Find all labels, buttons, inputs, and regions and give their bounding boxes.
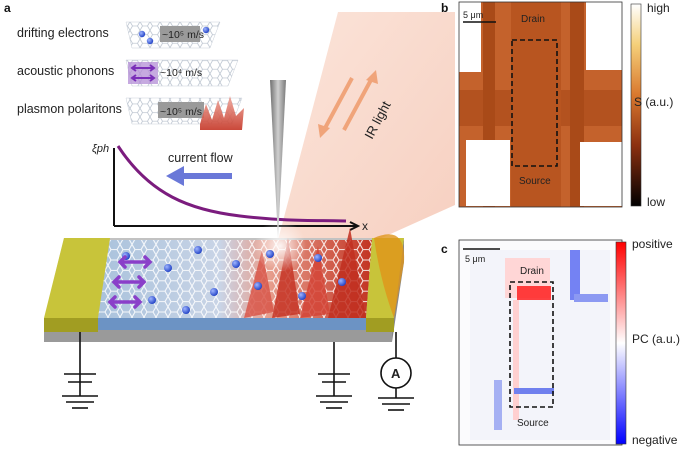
electrode-hotspot	[374, 234, 405, 318]
phonon-arrow-icon	[107, 295, 143, 309]
panel-a: a drifting electrons ~10⁵ m/s acoustic p…	[4, 1, 455, 411]
ir-beam	[278, 12, 455, 250]
panel-b: b 5 μm Drain Source high low S (a.u.)	[441, 1, 673, 209]
pc-negative-stripe	[570, 250, 580, 300]
panel-a-letter: a	[4, 1, 11, 15]
speed-box	[158, 102, 204, 118]
pc-negative-stripe-left	[494, 380, 502, 430]
y-axis-label: ξph	[92, 143, 109, 155]
phonon-arrow-icon	[130, 74, 156, 82]
source-label-b: Source	[519, 176, 551, 187]
phonon-highlight	[128, 62, 158, 84]
electron-icon	[298, 292, 306, 300]
electron-icon	[314, 254, 322, 262]
colorbar-c-top: positive	[632, 237, 673, 251]
electron-icon	[202, 26, 210, 34]
sheet-edge	[96, 318, 366, 330]
tip-hotspot	[254, 220, 306, 272]
afm-electrode	[580, 142, 622, 206]
electron-icon	[194, 246, 202, 254]
legend-label-phonons: acoustic phonons	[17, 64, 114, 78]
colorbar-b-top: high	[647, 1, 670, 15]
xi-decay-curve	[116, 145, 347, 223]
legend-row-phonons: acoustic phonons ~10⁴ m/s	[17, 59, 239, 87]
electron-icon	[182, 306, 190, 314]
afm-electrode	[459, 2, 481, 72]
colorbar-c-title: PC (a.u.)	[632, 332, 680, 346]
source-label-c: Source	[517, 418, 549, 429]
ir-arrow-up	[342, 77, 374, 131]
phonon-arrow-icon	[117, 255, 153, 269]
left-electrode-top	[44, 238, 110, 318]
device-outline-c	[509, 281, 554, 408]
legend-speed-phonons: ~10⁴ m/s	[160, 67, 202, 79]
legend-row-plasmons: plasmon polaritons ~10⁵ m/s	[17, 96, 244, 130]
panel-b-letter: b	[441, 1, 448, 15]
colorbar-c	[615, 241, 627, 445]
legend-speed-plasmons: ~10⁵ m/s	[160, 106, 202, 118]
ir-arrowhead-icon	[366, 70, 378, 84]
legend-label-electrons: drifting electrons	[17, 26, 109, 40]
electron-icon	[138, 30, 146, 38]
colorbar-b-title: S (a.u.)	[634, 95, 673, 109]
colorbar-c-bottom: negative	[632, 433, 678, 447]
ir-arrow-down	[322, 77, 354, 131]
electron-icon	[210, 288, 218, 296]
colorbar-b	[630, 3, 642, 207]
current-flow-label: current flow	[168, 151, 234, 165]
mini-plasmon-wave	[200, 96, 244, 130]
ir-arrowhead-icon	[318, 124, 330, 138]
legend-row-electrons: drifting electrons ~10⁵ m/s	[17, 21, 221, 49]
pc-negative-edge	[574, 294, 608, 302]
left-ground-icon	[62, 332, 98, 409]
left-electrode-front	[44, 318, 98, 332]
afm-electrode	[586, 2, 622, 70]
x-axis-label: x	[362, 219, 368, 233]
electron-icon	[338, 278, 346, 286]
electron-icon	[254, 282, 262, 290]
phonon-arrow-icon	[130, 64, 156, 72]
drain-label-b: Drain	[521, 14, 545, 25]
electron-icon	[266, 250, 274, 258]
electron-icon	[232, 260, 240, 268]
circuit	[62, 332, 414, 411]
panel-c: c 5 μm Drain Source positive negative PC…	[441, 237, 680, 447]
current-flow-arrowhead-icon	[166, 166, 184, 186]
x-axis-arrow-icon	[349, 221, 361, 231]
right-electrode-front	[366, 318, 394, 332]
afm-vertical-band	[511, 2, 561, 207]
drain-label-c: Drain	[520, 266, 544, 277]
xi-plot: ξph x current flow	[92, 143, 368, 233]
ammeter-ground-icon	[378, 332, 414, 411]
scalebar-c-label: 5 μm	[465, 254, 485, 264]
pc-source-hotspot	[514, 388, 554, 394]
pc-positive-edge	[513, 300, 519, 420]
speed-box	[160, 26, 200, 42]
phonon-arrow-group	[107, 255, 153, 309]
afm-frame	[458, 1, 623, 208]
colorbar-b-bottom: low	[647, 195, 665, 209]
device-outline-b	[511, 39, 558, 167]
scalebar-b-label: 5 μm	[463, 10, 483, 20]
gate-ground-icon	[316, 342, 352, 409]
afm-electrode	[466, 140, 510, 206]
legend-speed-electrons: ~10⁵ m/s	[162, 29, 204, 41]
electron-icon	[164, 264, 172, 272]
pc-drain-hotspot	[517, 286, 551, 300]
device	[44, 220, 405, 342]
panel-c-letter: c	[441, 242, 448, 256]
afm-tip	[270, 80, 286, 240]
electron-icon	[146, 37, 154, 45]
electron-icon	[148, 296, 156, 304]
legend-label-plasmons: plasmon polaritons	[17, 102, 122, 116]
ammeter-label: A	[391, 366, 401, 381]
phonon-arrow-icon	[111, 275, 147, 289]
